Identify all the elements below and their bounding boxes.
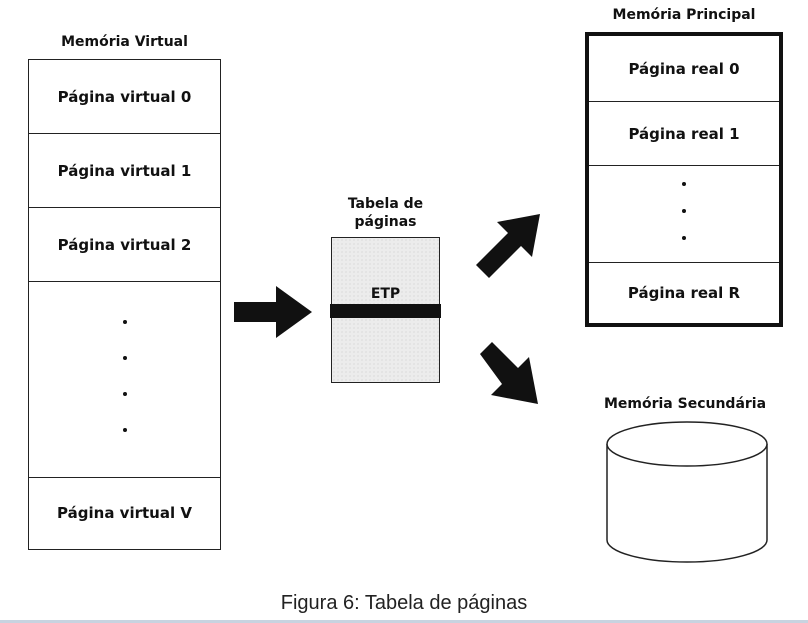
disk-cylinder-icon <box>606 421 768 563</box>
vertical-ellipsis <box>122 320 127 432</box>
virtual-page-label: Página virtual 1 <box>57 161 192 180</box>
real-page-label: Página real 1 <box>628 124 740 143</box>
arrow-down-right-icon <box>480 342 538 404</box>
secondary-memory-title: Memória Secundária <box>603 396 767 412</box>
real-page-ellipsis <box>589 166 779 263</box>
arrow-right-icon <box>234 286 312 338</box>
virtual-page-1: Página virtual 1 <box>29 134 220 208</box>
page-table-title: Tabela de páginas <box>331 195 440 231</box>
virtual-page-ellipsis <box>29 282 220 478</box>
virtual-page-2: Página virtual 2 <box>29 208 220 282</box>
page-table-block: ETP <box>330 237 441 383</box>
virtual-memory-block: Página virtual 0 Página virtual 1 Página… <box>28 59 221 550</box>
vertical-ellipsis <box>682 182 686 240</box>
virtual-memory-title: Memória Virtual <box>61 34 188 50</box>
real-page-1: Página real 1 <box>589 102 779 166</box>
page-table-title-line2: páginas <box>354 214 417 230</box>
main-memory-title: Memória Principal <box>612 7 756 23</box>
real-page-0: Página real 0 <box>589 36 779 102</box>
real-page-label: Página real 0 <box>628 59 740 78</box>
page-table-title-line1: Tabela de <box>347 196 424 212</box>
main-memory-block: Página real 0 Página real 1 Página real … <box>585 32 783 327</box>
virtual-page-label: Página virtual 0 <box>57 87 192 106</box>
bottom-divider <box>0 620 808 623</box>
page-table-entry-label: ETP <box>370 286 401 302</box>
arrow-up-right-icon <box>476 214 540 278</box>
virtual-page-0: Página virtual 0 <box>29 60 220 134</box>
real-page-label: Página real R <box>627 284 741 302</box>
virtual-page-label: Página virtual 2 <box>57 235 192 254</box>
page-table-entry-bar <box>330 304 441 318</box>
virtual-page-v: Página virtual V <box>29 478 220 548</box>
virtual-page-label: Página virtual V <box>57 504 192 522</box>
real-page-r: Página real R <box>589 263 779 323</box>
figure-caption: Figura 6: Tabela de páginas <box>280 592 528 614</box>
